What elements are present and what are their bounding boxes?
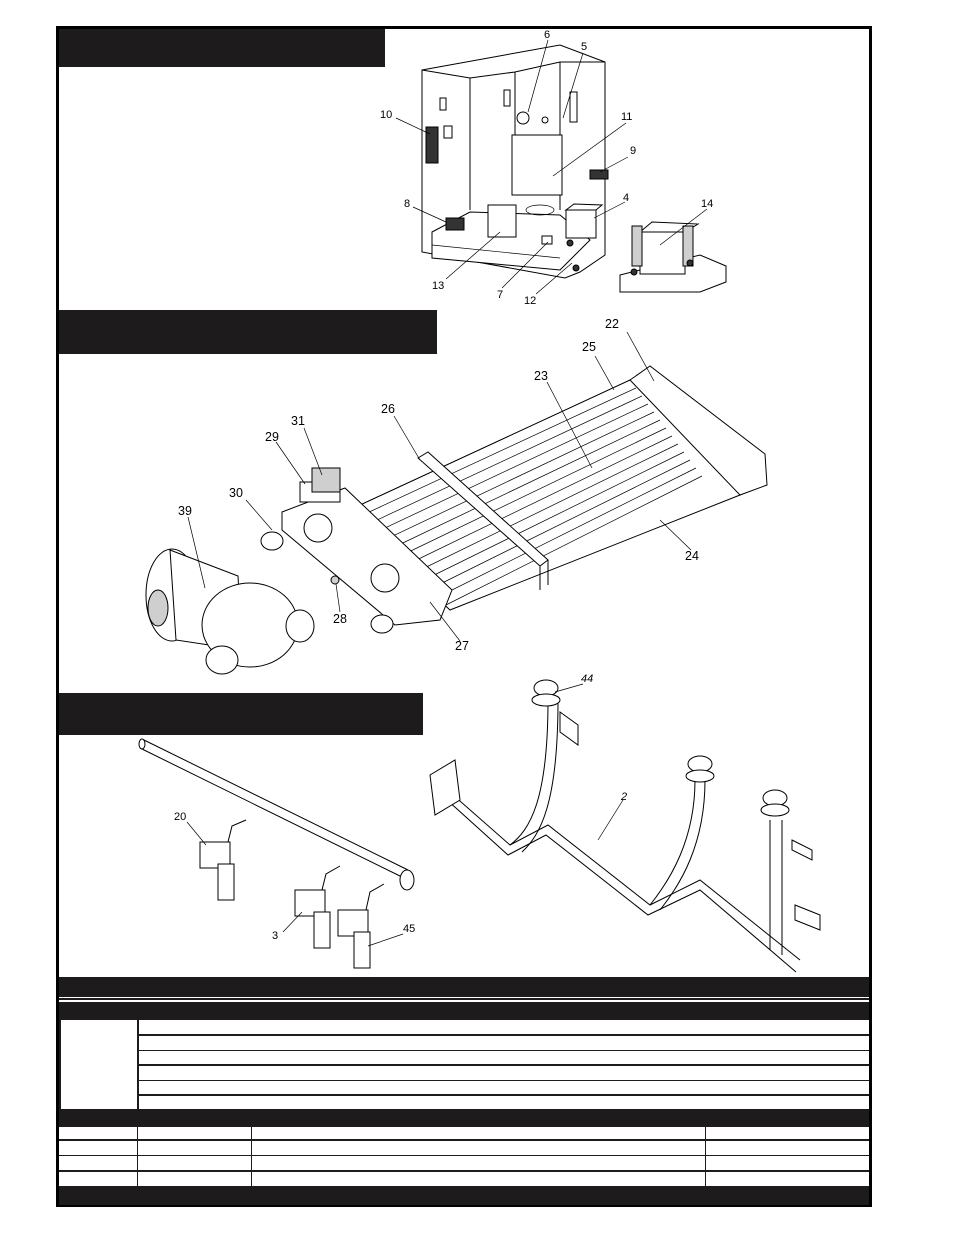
control-cabinet-drawing	[395, 39, 727, 295]
table-header-bar	[59, 977, 869, 997]
table-rule	[139, 1064, 869, 1066]
callout-5: 5	[581, 41, 588, 53]
callout-29: 29	[265, 430, 279, 444]
table-col-divider	[705, 1127, 706, 1187]
callout-4: 4	[623, 192, 630, 204]
callout-12: 12	[524, 295, 537, 307]
callout-23: 23	[534, 369, 548, 383]
table-col-divider	[251, 1127, 252, 1187]
callout-44: 44	[581, 673, 594, 685]
heat-exchanger-drawing	[145, 331, 768, 675]
table-rule	[59, 1020, 61, 1110]
table-footer-bar	[59, 1186, 869, 1205]
callout-27: 27	[455, 639, 469, 653]
callout-11: 11	[621, 111, 633, 123]
gas-train-drawing	[138, 679, 821, 973]
callout-39: 39	[178, 504, 192, 518]
table-rule	[139, 1080, 869, 1081]
table-rule	[59, 998, 869, 1000]
callout-28: 28	[333, 612, 347, 626]
callout-45: 45	[403, 923, 416, 935]
section-banner-control-panel	[59, 29, 385, 67]
callout-31: 31	[291, 414, 305, 428]
table-rule	[59, 1155, 869, 1156]
table-rule	[59, 1139, 869, 1141]
callout-22: 22	[605, 317, 619, 331]
table-rule	[59, 1170, 869, 1172]
table-section-bar	[59, 1109, 869, 1127]
callout-2: 2	[621, 791, 628, 803]
callout-10: 10	[380, 109, 393, 121]
callout-30: 30	[229, 486, 243, 500]
callout-25: 25	[582, 340, 596, 354]
callout-3: 3	[272, 930, 279, 942]
callout-20: 20	[174, 811, 187, 823]
callout-14: 14	[701, 198, 714, 210]
section-banner-heat-exchanger	[59, 310, 437, 354]
callout-26: 26	[381, 402, 395, 416]
callout-7: 7	[497, 289, 504, 301]
table-col-divider	[137, 1127, 138, 1187]
callout-8: 8	[404, 198, 411, 210]
table-subheader-bar	[59, 1002, 869, 1020]
callout-6: 6	[544, 29, 551, 41]
table-rule	[139, 1034, 869, 1036]
table-cell-divider	[137, 1020, 139, 1110]
table-rule	[139, 1094, 869, 1096]
callout-9: 9	[630, 145, 637, 157]
section-banner-gas-train	[59, 693, 423, 735]
callout-13: 13	[432, 280, 445, 292]
table-rule	[139, 1050, 869, 1051]
callout-24: 24	[685, 549, 699, 563]
